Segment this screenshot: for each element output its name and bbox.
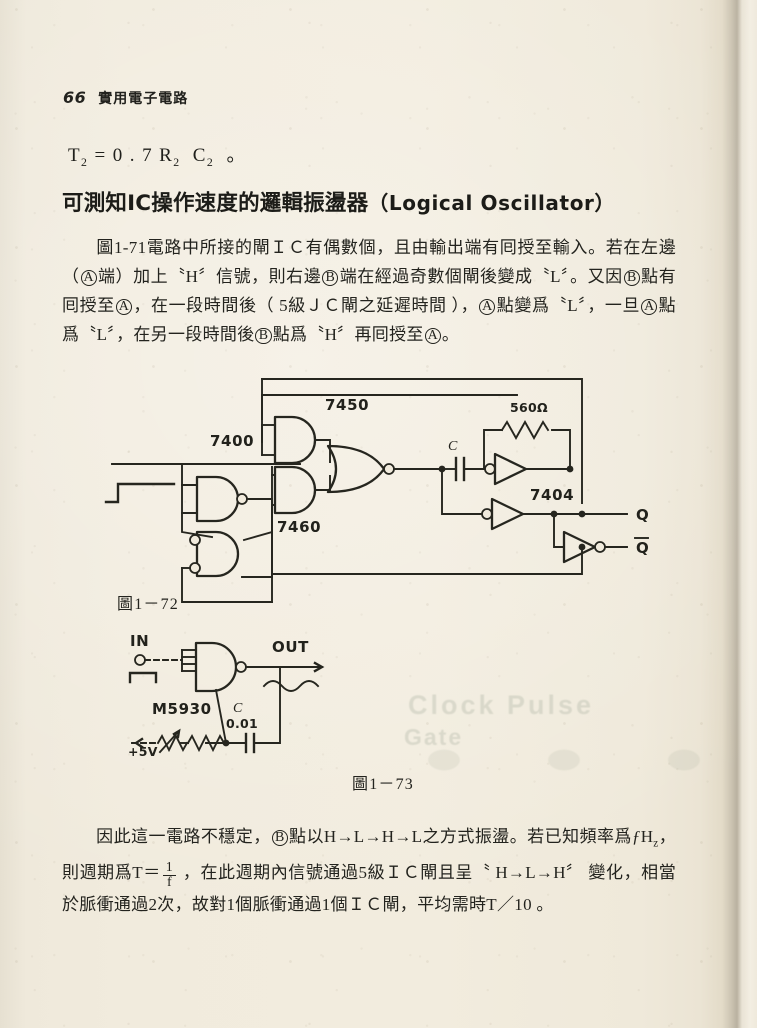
- label-7404: 7404: [530, 486, 574, 504]
- bleed-through-text-2: Gate: [404, 724, 464, 750]
- page-title: 可測知IC操作速度的邏輯振盪器（Logical Oscillator）: [62, 186, 615, 217]
- label-capacitor-c: C: [448, 439, 458, 454]
- figure-1-72: 7400 7450 7460 C: [104, 372, 672, 603]
- circuit-diagram-m5930: IN OUT C: [128, 632, 325, 759]
- book-title: 實用電子電路: [98, 91, 189, 107]
- heading-chinese: 可測知IC操作速度的邏輯振盪器: [62, 191, 369, 216]
- figure-caption-1-73: 圖1－73: [352, 776, 415, 793]
- label-output-qbar: Q: [636, 539, 649, 557]
- figure-1-73: IN OUT C: [128, 630, 360, 759]
- formula-line: T2 = 0 . 7 R2 C2 。: [68, 145, 247, 169]
- bleed-through-text: Clock Pulse: [408, 690, 595, 720]
- page-number: 66: [63, 88, 87, 107]
- running-head: 66 實用電子電路: [63, 88, 188, 108]
- figure-caption-1-72: 圖1－72: [117, 596, 180, 613]
- label-out: OUT: [272, 638, 309, 656]
- heading-english: （Logical Oscillator）: [368, 191, 616, 215]
- bleed-through-shapes: [404, 736, 734, 784]
- label-capacitor-c: C: [233, 701, 243, 716]
- label-7460: 7460: [277, 518, 321, 536]
- label-resistor-560: 560Ω: [510, 400, 548, 415]
- label-capacitor-value: 0.01: [226, 716, 258, 731]
- circuit-diagram-logical-oscillator: 7400 7450 7460 C: [104, 378, 649, 603]
- label-m5930: M5930: [152, 700, 212, 718]
- label-in: IN: [130, 632, 149, 650]
- label-7450: 7450: [325, 396, 369, 414]
- label-7400: 7400: [210, 432, 254, 450]
- label-supply-5v: +5V: [128, 744, 158, 759]
- label-output-q: Q: [636, 506, 649, 524]
